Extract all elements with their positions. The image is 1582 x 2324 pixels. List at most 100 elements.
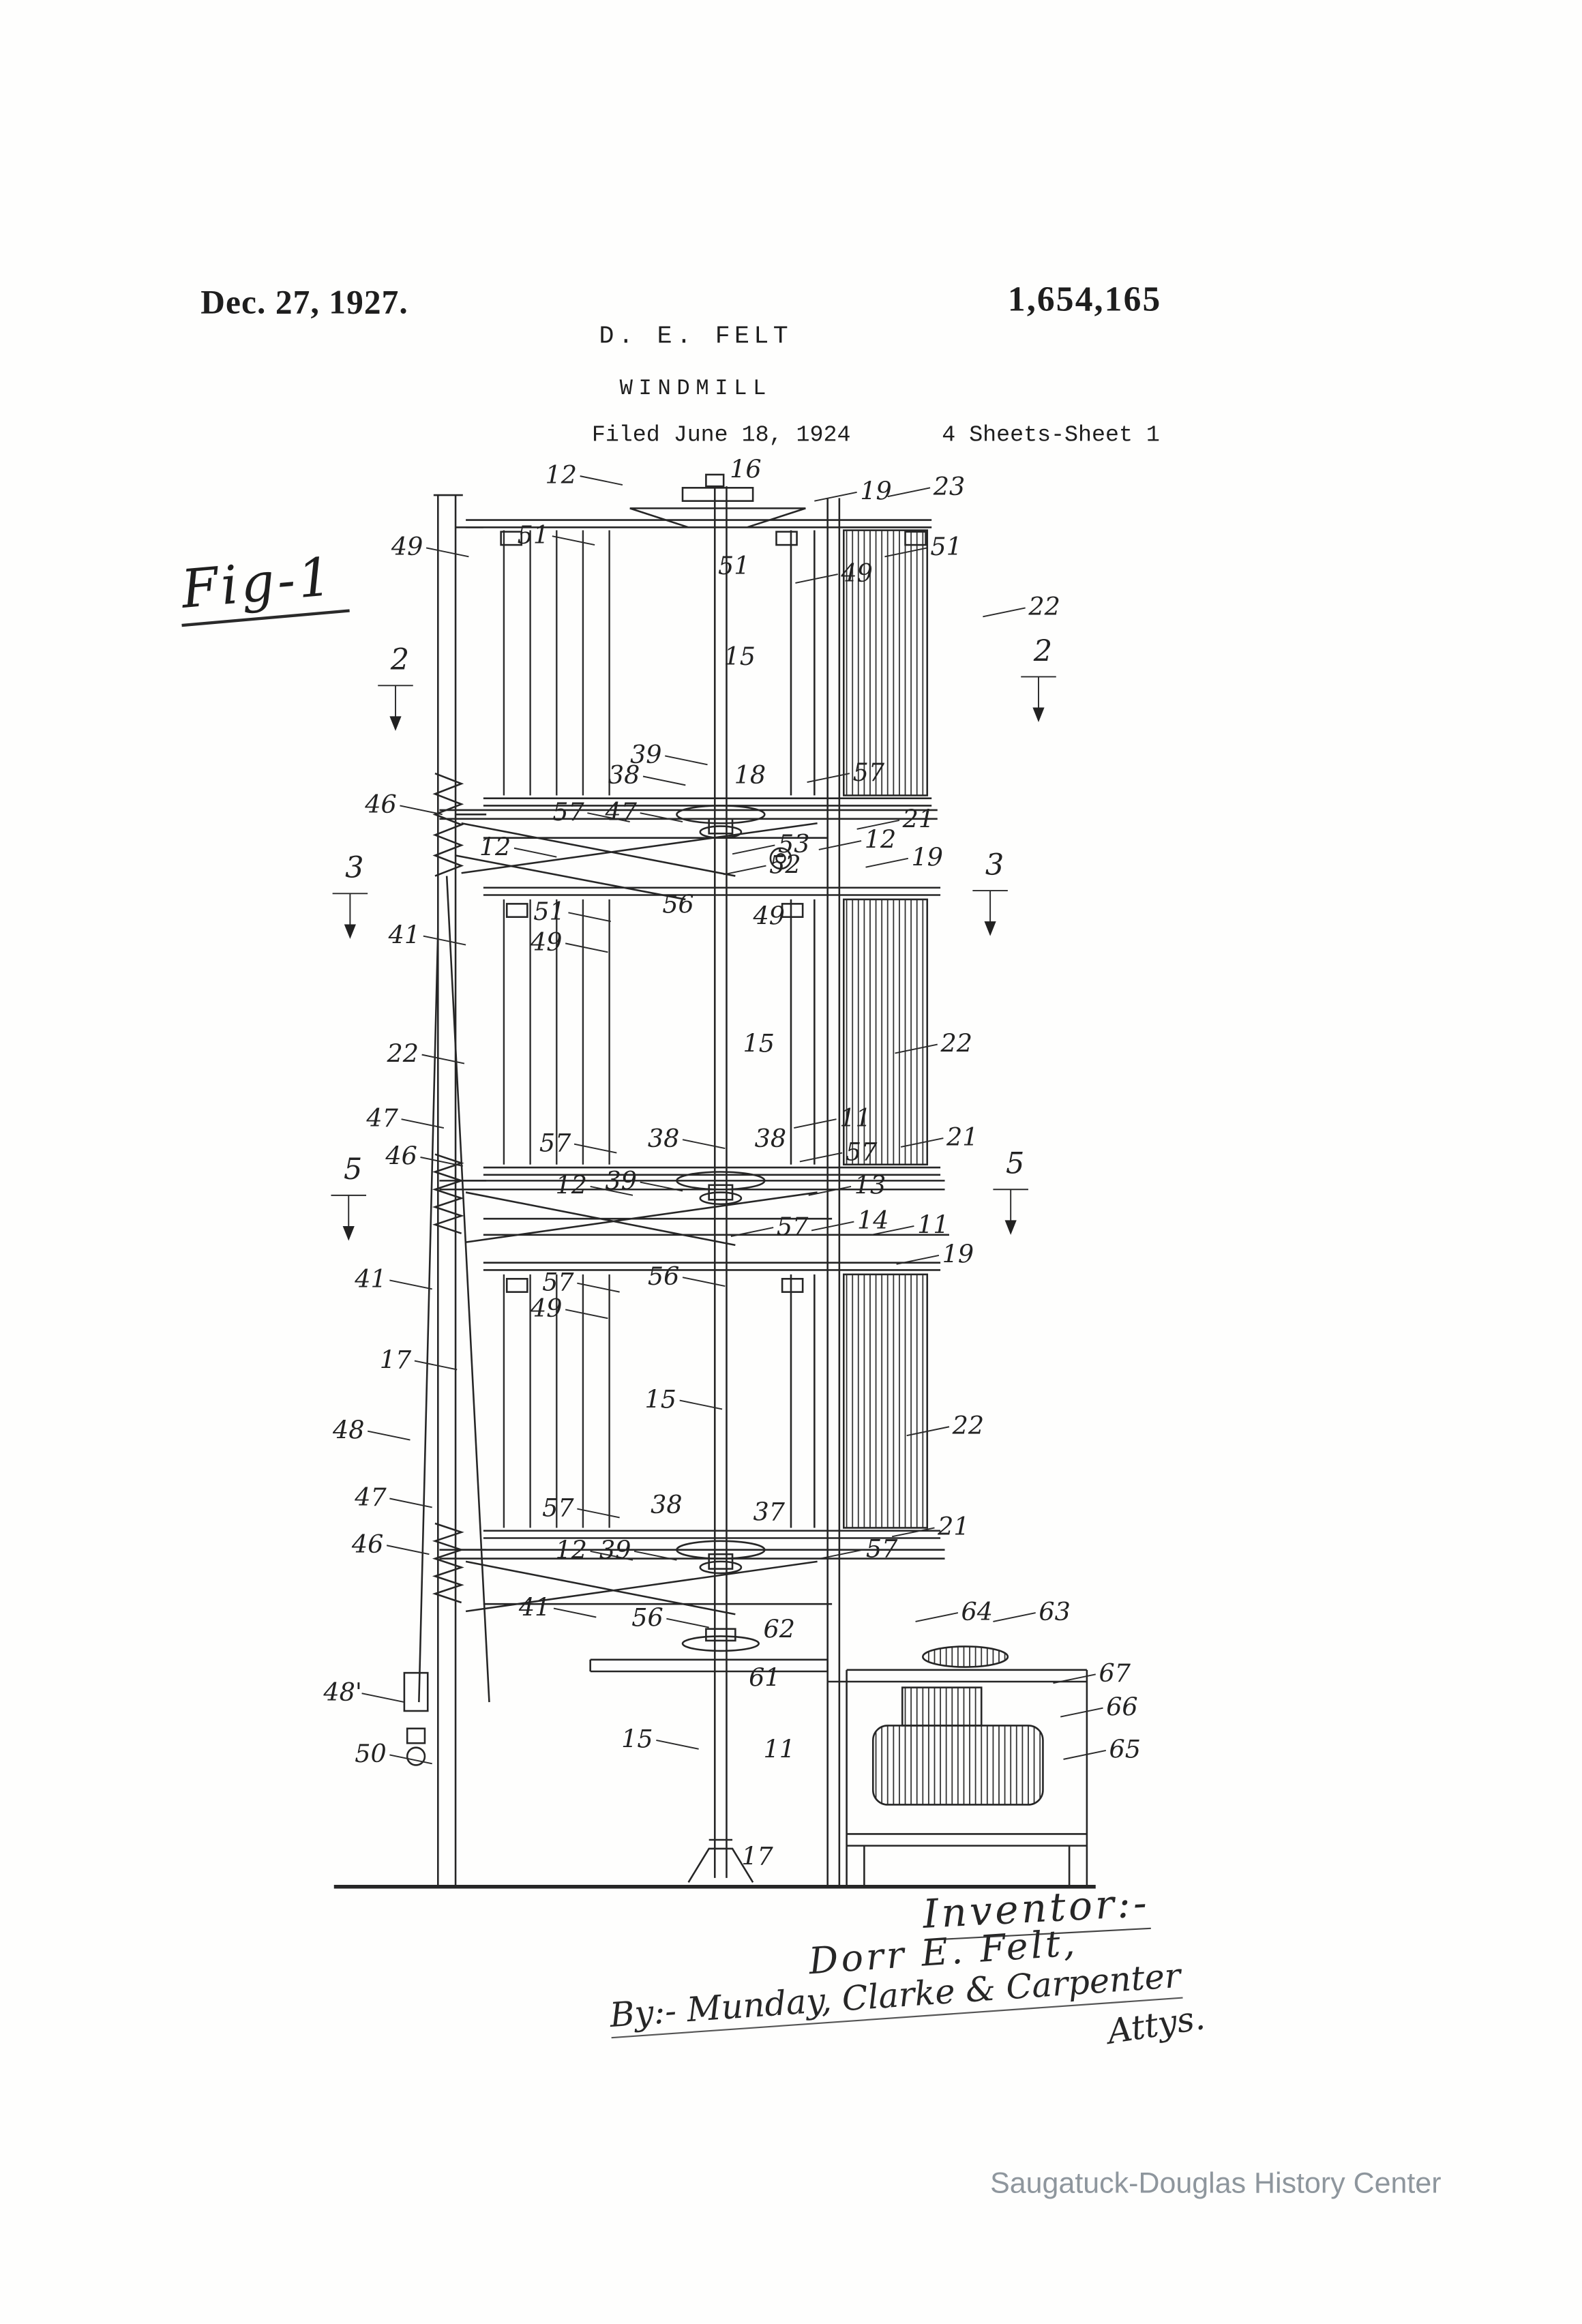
gear-assembly-2	[439, 1171, 949, 1247]
reference-numeral-56: 56	[662, 889, 693, 919]
sheet-number: 4 Sheets-Sheet 1	[942, 421, 1160, 449]
reference-numeral-46: 46	[351, 1530, 383, 1559]
reference-numeral-56: 56	[631, 1603, 663, 1632]
louver-panel-2	[843, 898, 929, 1166]
reference-numeral-39: 39	[630, 740, 661, 769]
reference-numeral-12: 12	[865, 825, 896, 854]
reference-numeral-11: 11	[764, 1735, 795, 1764]
reference-numeral-49: 49	[530, 927, 562, 957]
reference-numeral-21: 21	[937, 1512, 969, 1541]
reference-numeral-17: 17	[741, 1842, 773, 1871]
reference-numeral-38: 38	[608, 760, 640, 790]
reference-numeral-49: 49	[840, 558, 872, 588]
tension-spring-upper	[432, 772, 464, 877]
gear-assembly-1	[439, 805, 938, 877]
reference-numeral-14: 14	[857, 1206, 889, 1235]
reference-numeral-13: 13	[854, 1171, 886, 1200]
reference-numeral-57: 57	[846, 1137, 878, 1166]
bottom-rotor	[589, 1628, 829, 1883]
reference-numeral-12: 12	[556, 1171, 587, 1200]
reference-numeral-39: 39	[606, 1166, 637, 1195]
reference-numeral-23: 23	[933, 472, 965, 501]
section-arrow	[342, 1225, 355, 1241]
reference-numeral-47: 47	[354, 1483, 387, 1512]
reference-numeral-66: 66	[1106, 1692, 1137, 1721]
reference-numeral-57: 57	[539, 1128, 571, 1157]
tower-mast	[432, 494, 487, 1887]
reference-numeral-17: 17	[380, 1345, 412, 1374]
reference-numeral-38: 38	[755, 1124, 786, 1153]
louver-panel-3	[843, 1273, 929, 1529]
section-marker-3: 3	[345, 851, 363, 885]
reference-numeral-57: 57	[866, 1534, 898, 1563]
reference-numeral-52: 52	[769, 850, 801, 879]
tier-rails	[466, 519, 941, 1539]
reference-numeral-12: 12	[479, 832, 511, 861]
reference-numeral-38: 38	[651, 1490, 682, 1519]
reference-numeral-51: 51	[533, 897, 565, 926]
dynamo-body	[871, 1725, 1044, 1806]
reference-numeral-37: 37	[753, 1498, 786, 1527]
invention-title: WINDMILL	[619, 376, 773, 402]
reference-numeral-49: 49	[391, 532, 423, 561]
section-marker-5: 5	[344, 1152, 362, 1187]
brace-rods	[403, 854, 686, 1766]
reference-numeral-12: 12	[545, 460, 576, 490]
reference-numeral-15: 15	[645, 1384, 676, 1414]
gear-housing	[901, 1686, 983, 1727]
right-frame	[826, 498, 841, 1887]
reference-numeral-61: 61	[749, 1663, 780, 1692]
reference-numeral-51: 51	[518, 520, 549, 550]
section-arrow	[984, 921, 996, 936]
shaft-base-bracket	[687, 1838, 754, 1883]
rotor-tier-1	[492, 529, 929, 796]
reference-numeral-57: 57	[777, 1212, 809, 1241]
reference-numeral-57: 57	[542, 1493, 574, 1522]
rotor-tier-3	[492, 1273, 929, 1529]
reference-numeral-16: 16	[730, 454, 761, 483]
reference-numeral-63: 63	[1039, 1597, 1070, 1626]
reference-numeral-22: 22	[387, 1039, 419, 1068]
inventor-name: D. E. FELT	[599, 323, 793, 352]
reference-numeral-39: 39	[599, 1536, 631, 1565]
reference-numeral-11: 11	[839, 1103, 871, 1133]
reference-numeral-41: 41	[518, 1592, 550, 1622]
reference-numeral-19: 19	[860, 477, 891, 506]
reference-numeral-51: 51	[930, 532, 961, 561]
reference-numeral-21: 21	[902, 805, 934, 834]
reference-numeral-46: 46	[385, 1142, 417, 1171]
filed-date: Filed June 18, 1924	[591, 421, 851, 449]
louver-panel-1	[843, 529, 929, 796]
reference-numeral-11: 11	[917, 1210, 949, 1240]
reference-numeral-15: 15	[621, 1725, 653, 1754]
reference-numeral-21: 21	[946, 1122, 978, 1152]
section-arrow	[344, 924, 356, 939]
reference-numeral-22: 22	[952, 1411, 984, 1440]
tension-spring-middle	[432, 1153, 464, 1234]
reference-numeral-67: 67	[1099, 1658, 1131, 1688]
patent-number: 1,654,165	[1007, 281, 1162, 320]
reference-numeral-46: 46	[364, 790, 396, 819]
section-marker-2: 2	[1033, 634, 1052, 668]
reference-numeral-22: 22	[1028, 592, 1060, 621]
section-marker-5: 5	[1006, 1147, 1024, 1181]
reference-numeral-41: 41	[388, 920, 420, 949]
reference-numeral-57: 57	[552, 797, 584, 826]
reference-numeral-41: 41	[354, 1264, 386, 1294]
reference-numeral-62: 62	[764, 1615, 795, 1644]
section-marker-3: 3	[985, 848, 1004, 882]
reference-numeral-12: 12	[556, 1536, 587, 1565]
section-arrow	[389, 716, 402, 731]
rotor-tier-2	[492, 898, 929, 1166]
reference-numeral-51: 51	[718, 551, 749, 580]
section-marker-2: 2	[390, 643, 409, 677]
reference-numeral-49: 49	[530, 1294, 562, 1323]
reference-numeral-15: 15	[743, 1028, 774, 1058]
reference-numeral-22: 22	[940, 1028, 972, 1058]
reference-numeral-48: 48	[332, 1415, 364, 1444]
reference-numeral-48': 48'	[323, 1678, 361, 1707]
center-shaft	[629, 473, 806, 1878]
